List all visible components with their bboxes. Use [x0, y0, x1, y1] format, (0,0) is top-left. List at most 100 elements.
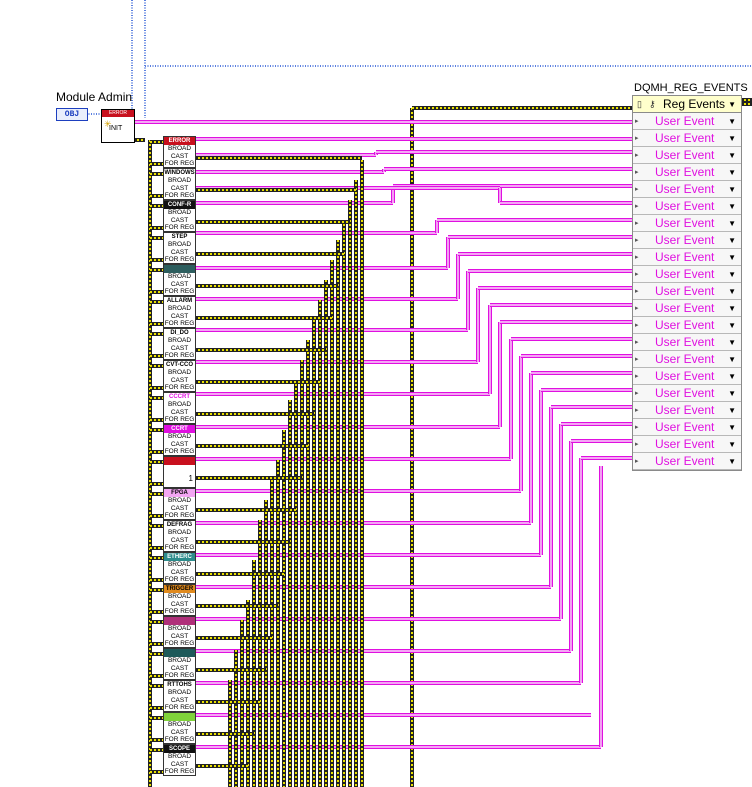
dropdown-arrow-icon[interactable]: ▼ [728, 286, 736, 296]
dropdown-arrow-icon[interactable]: ▼ [728, 252, 736, 262]
user-event-row[interactable]: ▸User Event▼ [633, 385, 741, 402]
user-event-row[interactable]: ▸User Event▼ [633, 453, 741, 470]
user-event-row[interactable]: ▸User Event▼ [633, 249, 741, 266]
module-name-label: CCRT [164, 425, 195, 433]
user-event-label: User Event [655, 148, 715, 162]
dropdown-arrow-icon[interactable]: ▼ [728, 269, 736, 279]
broadcast-label: BROAD CAST FOR REG [164, 177, 195, 199]
user-event-row[interactable]: ▸User Event▼ [633, 232, 741, 249]
user-event-row[interactable]: ▸User Event▼ [633, 147, 741, 164]
input-terminal-icon: ▸ [635, 203, 639, 210]
broadcast-for-reg-node[interactable]: BROAD CAST FOR REG [163, 264, 196, 296]
dropdown-arrow-icon[interactable]: ▼ [728, 133, 736, 143]
module-name-label: DEFRAG [164, 521, 195, 529]
broadcast-label: BROAD CAST FOR REG [164, 593, 195, 615]
module-name-label: DI_DO [164, 329, 195, 337]
user-event-row[interactable]: ▸User Event▼ [633, 130, 741, 147]
dropdown-arrow-icon[interactable]: ▼ [728, 201, 736, 211]
user-event-row[interactable]: ▸User Event▼ [633, 164, 741, 181]
user-event-row[interactable]: ▸User Event▼ [633, 419, 741, 436]
dropdown-arrow-icon[interactable]: ▼ [728, 235, 736, 245]
dropdown-arrow-icon[interactable]: ▼ [728, 167, 736, 177]
dropdown-arrow-icon[interactable]: ▼ [728, 354, 736, 364]
dropdown-arrow-icon[interactable]: ▼ [728, 405, 736, 415]
dropdown-arrow-icon[interactable]: ▼ [728, 371, 736, 381]
init-vi-header: ERROR [102, 110, 134, 117]
dropdown-arrow-icon[interactable]: ▼ [728, 456, 736, 466]
user-event-row[interactable]: ▸User Event▼ [633, 266, 741, 283]
obj-terminal[interactable]: OBJ [56, 108, 88, 121]
dropdown-arrow-icon[interactable]: ▼ [728, 184, 736, 194]
dropdown-arrow-icon[interactable]: ▼ [728, 439, 736, 449]
bundle-header-row[interactable]: ▯ ⚷ Reg Events ▼ [633, 96, 741, 113]
broadcast-label: BROAD CAST FOR REG [164, 273, 195, 295]
user-event-row[interactable]: ▸User Event▼ [633, 113, 741, 130]
user-event-row[interactable]: ▸User Event▼ [633, 334, 741, 351]
user-event-row[interactable]: ▸User Event▼ [633, 436, 741, 453]
dropdown-arrow-icon[interactable]: ▼ [728, 99, 736, 109]
broadcast-for-reg-node[interactable]: BROAD CAST FOR REG [163, 712, 196, 744]
user-event-row[interactable]: ▸User Event▼ [633, 181, 741, 198]
module-name-label: CVT-CCO [164, 361, 195, 369]
user-event-label: User Event [655, 301, 715, 315]
user-event-row[interactable]: ▸User Event▼ [633, 351, 741, 368]
dropdown-arrow-icon[interactable]: ▼ [728, 303, 736, 313]
broadcast-label: BROAD CAST FOR REG [164, 209, 195, 231]
user-event-row[interactable]: ▸ User Event ▼ [633, 402, 741, 419]
dropdown-arrow-icon[interactable]: ▼ [728, 150, 736, 160]
input-terminal-icon: ▸ [635, 271, 639, 278]
broadcast-label: BROAD CAST FOR REG [164, 529, 195, 551]
dropdown-arrow-icon[interactable]: ▼ [728, 320, 736, 330]
user-event-label: User Event [655, 403, 715, 417]
user-event-label: User Event [655, 318, 715, 332]
broadcast-label: BROAD CAST FOR REG [164, 657, 195, 679]
input-terminal-icon: ▸ [635, 356, 639, 363]
input-terminal-icon: ▸ [635, 441, 639, 448]
input-terminal-icon: ▸ [635, 135, 639, 142]
dropdown-arrow-icon[interactable]: ▼ [728, 388, 736, 398]
input-terminal-icon: ▸ [635, 220, 639, 227]
module-name-label: ERROR [164, 137, 195, 145]
user-event-row[interactable]: ▸User Event▼ [633, 215, 741, 232]
dropdown-arrow-icon[interactable]: ▼ [728, 116, 736, 126]
broadcast-for-reg-node[interactable]: BROAD CAST FOR REG [163, 648, 196, 680]
input-terminal-icon: ▸ [635, 407, 639, 414]
user-event-label: User Event [655, 454, 715, 468]
broadcast-for-reg-node[interactable]: 1 [163, 456, 196, 488]
input-terminal-icon: ▸ [635, 237, 639, 244]
module-name-label: FPGA [164, 489, 195, 497]
user-event-row[interactable]: ▸User Event▼ [633, 198, 741, 215]
dropdown-arrow-icon[interactable]: ▼ [728, 337, 736, 347]
module-name-label: ALLARM [164, 297, 195, 305]
dropdown-arrow-icon[interactable]: ▼ [728, 218, 736, 228]
user-event-row[interactable]: ▸User Event▼ [633, 317, 741, 334]
input-terminal-icon: ▸ [635, 305, 639, 312]
module-name-label [164, 265, 195, 273]
user-event-row[interactable]: ▸User Event▼ [633, 368, 741, 385]
broadcast-for-reg-node[interactable]: BROAD CAST FOR REG [163, 616, 196, 648]
dropdown-arrow-icon[interactable]: ▼ [728, 422, 736, 432]
init-vi-label: INIT [109, 125, 123, 132]
broadcast-label: 1 [188, 474, 193, 483]
user-event-row[interactable]: ▸User Event▼ [633, 283, 741, 300]
user-event-row[interactable]: ▸ User Event ▼ [633, 300, 741, 317]
init-vi-node[interactable]: ERROR ✳ INIT [101, 109, 135, 143]
bundle-by-name-node[interactable]: ▯ ⚷ Reg Events ▼ ▸ User Event ▼ ▸ User Event… [632, 95, 742, 471]
module-name-label: STEP MAN.RT [164, 233, 195, 241]
